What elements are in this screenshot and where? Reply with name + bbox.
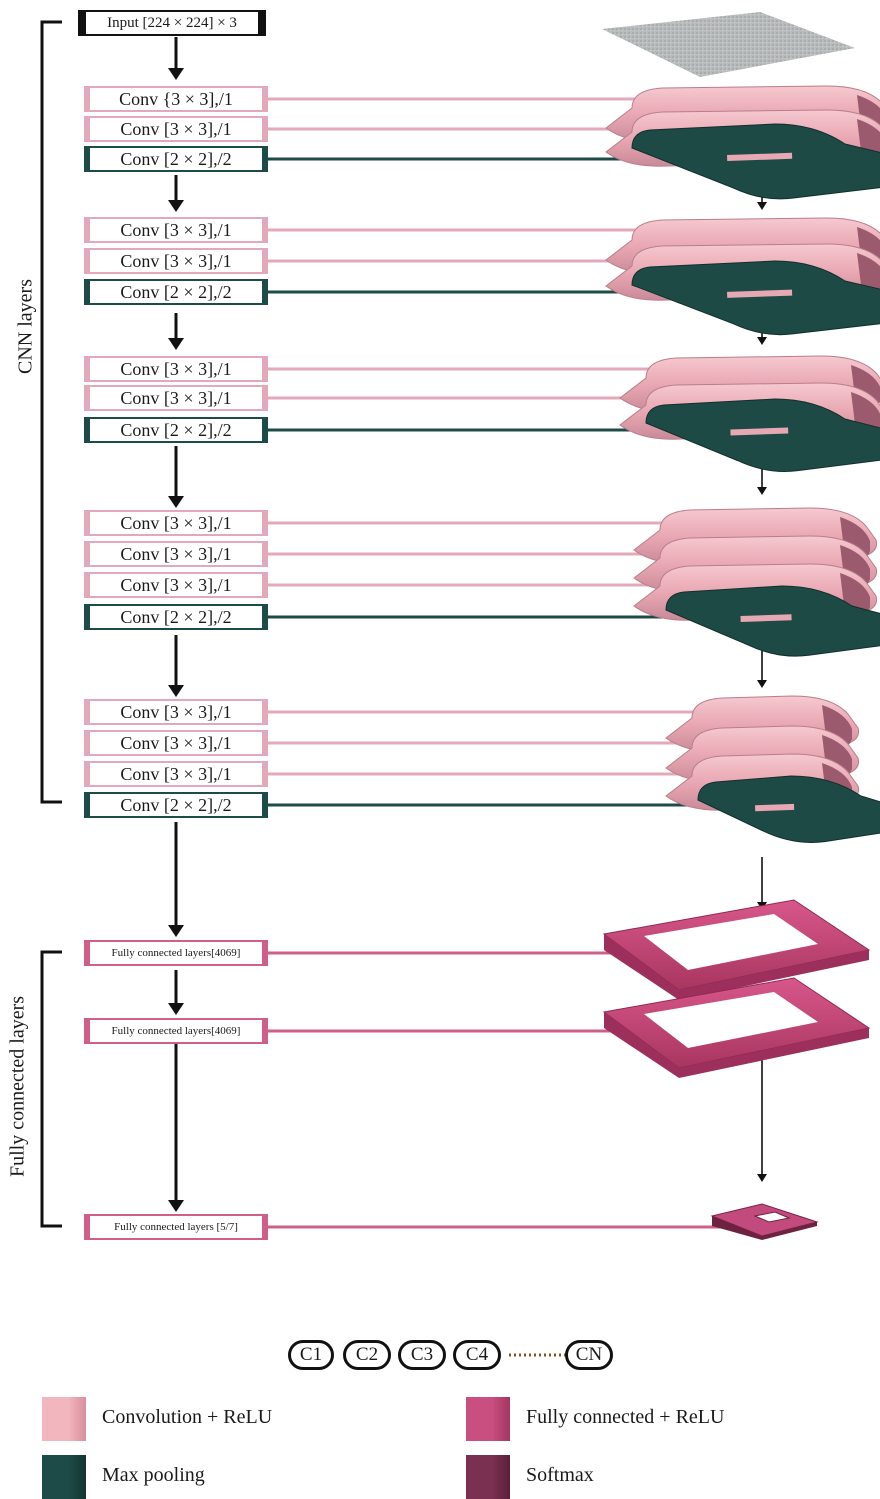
layer-label: Conv [2 × 2],/2 [120, 794, 232, 815]
flow-arrow-head [168, 925, 184, 937]
layer-label: Conv [3 × 3],/1 [120, 387, 232, 408]
conv-layer-box: Conv [3 × 3],/1 [84, 541, 268, 567]
layer-label: Conv {3 × 3],/1 [119, 88, 233, 109]
legend-swatch [466, 1455, 510, 1499]
layer-label: Fully connected layers [5/7] [114, 1221, 238, 1233]
fc-layer-box: Fully connected layers[4069] [84, 940, 268, 966]
conv-layer-box: Conv [3 × 3],/1 [84, 572, 268, 598]
volume-arrow-head [757, 1174, 767, 1182]
layer-label: Conv [3 × 3],/1 [120, 118, 232, 139]
flow-arrow-head [168, 338, 184, 350]
conv-layer-box: Conv [3 × 3],/1 [84, 385, 268, 411]
conv-layer-box: Conv [3 × 3],/1 [84, 116, 268, 142]
layer-label: Conv [3 × 3],/1 [120, 701, 232, 722]
legend-label: Convolution + ReLU [102, 1406, 273, 1428]
conv-layer-box: Conv {3 × 3],/1 [84, 86, 268, 112]
volume-arrow-head [757, 202, 767, 210]
softmax-slab-side [712, 1216, 817, 1240]
fc-frame-1-side [604, 934, 869, 1000]
fc-layers-label: Fully connected layers [6, 995, 29, 1178]
pool-slab-window [755, 803, 795, 812]
fc-frame-2-hole [644, 992, 818, 1048]
volume-arrow-head [757, 487, 767, 495]
pool-slab [631, 260, 880, 336]
layer-label: Fully connected layers[4069] [111, 1025, 241, 1037]
flow-arrow-head [168, 1200, 184, 1212]
class-node: C3 [398, 1340, 446, 1370]
pool-slab-window [740, 614, 792, 623]
cnn-layers-label: CNN layers [14, 279, 37, 374]
fc-layer-box: Fully connected layers [5/7] [84, 1214, 268, 1240]
layer-label: Conv [3 × 3],/1 [120, 763, 232, 784]
flow-arrow-head [168, 685, 184, 697]
pool-slab-window [727, 289, 793, 298]
fc-frame-1-hole [644, 914, 818, 970]
pool-slab [645, 398, 880, 472]
volume-arrow-head [757, 680, 767, 688]
class-node: C4 [453, 1340, 501, 1370]
pool-layer-box: Conv [2 × 2],/2 [84, 146, 268, 172]
softmax-slab-window [753, 1211, 791, 1223]
pool-slab-window [730, 427, 789, 436]
conv-layer-box: Conv [3 × 3],/1 [84, 217, 268, 243]
fc-layer-box: Fully connected layers[4069] [84, 1018, 268, 1044]
layer-label: Conv [2 × 2],/2 [120, 419, 232, 440]
layer-label: Conv [2 × 2],/2 [120, 606, 232, 627]
flow-arrow-head [168, 200, 184, 212]
conv-layer-box: Conv [3 × 3],/1 [84, 699, 268, 725]
layer-label: Conv [3 × 3],/1 [120, 732, 232, 753]
legend-swatch [42, 1397, 86, 1441]
layer-label: Conv [3 × 3],/1 [120, 574, 232, 595]
pool-layer-box: Conv [2 × 2],/2 [84, 417, 268, 443]
layer-label: Fully connected layers[4069] [111, 947, 241, 959]
pool-slab-window [727, 152, 793, 162]
cnn-bracket [40, 20, 62, 804]
pool-slab [665, 585, 880, 657]
flow-arrow-head [168, 496, 184, 508]
class-node: CN [565, 1340, 613, 1370]
pool-layer-box: Conv [2 × 2],/2 [84, 604, 268, 630]
legend-swatch [466, 1397, 510, 1441]
fc-frame-2-side [604, 1012, 869, 1078]
layer-label: Conv [3 × 3],/1 [120, 358, 232, 379]
layer-label: Conv [3 × 3],/1 [120, 543, 232, 564]
input-label: Input [224 × 224] × 3 [107, 14, 237, 31]
legend-label: Softmax [526, 1464, 594, 1486]
pool-slab [631, 123, 880, 200]
layer-label: Conv [2 × 2],/2 [120, 148, 232, 169]
legend-swatch [42, 1455, 86, 1499]
layer-label: Conv [3 × 3],/1 [120, 250, 232, 271]
conv-layer-box: Conv [3 × 3],/1 [84, 510, 268, 536]
class-node: C1 [288, 1340, 334, 1370]
input-box: Input [224 × 224] × 3 [78, 10, 266, 36]
layer-label: Conv [2 × 2],/2 [120, 281, 232, 302]
flow-arrow-head [168, 68, 184, 80]
flow-arrow-head [168, 1003, 184, 1015]
pool-layer-box: Conv [2 × 2],/2 [84, 792, 268, 818]
conv-layer-box: Conv [3 × 3],/1 [84, 248, 268, 274]
input-image-plane [602, 12, 855, 77]
fc-bracket [40, 950, 62, 1228]
volume-arrow-head [757, 337, 767, 345]
pool-layer-box: Conv [2 × 2],/2 [84, 279, 268, 305]
legend-label: Fully connected + ReLU [526, 1406, 725, 1428]
conv-layer-box: Conv [3 × 3],/1 [84, 730, 268, 756]
legend-label: Max pooling [102, 1464, 205, 1486]
class-node: C2 [343, 1340, 391, 1370]
layer-label: Conv [3 × 3],/1 [120, 512, 232, 533]
conv-layer-box: Conv [3 × 3],/1 [84, 356, 268, 382]
conv-layer-box: Conv [3 × 3],/1 [84, 761, 268, 787]
layer-label: Conv [3 × 3],/1 [120, 219, 232, 240]
